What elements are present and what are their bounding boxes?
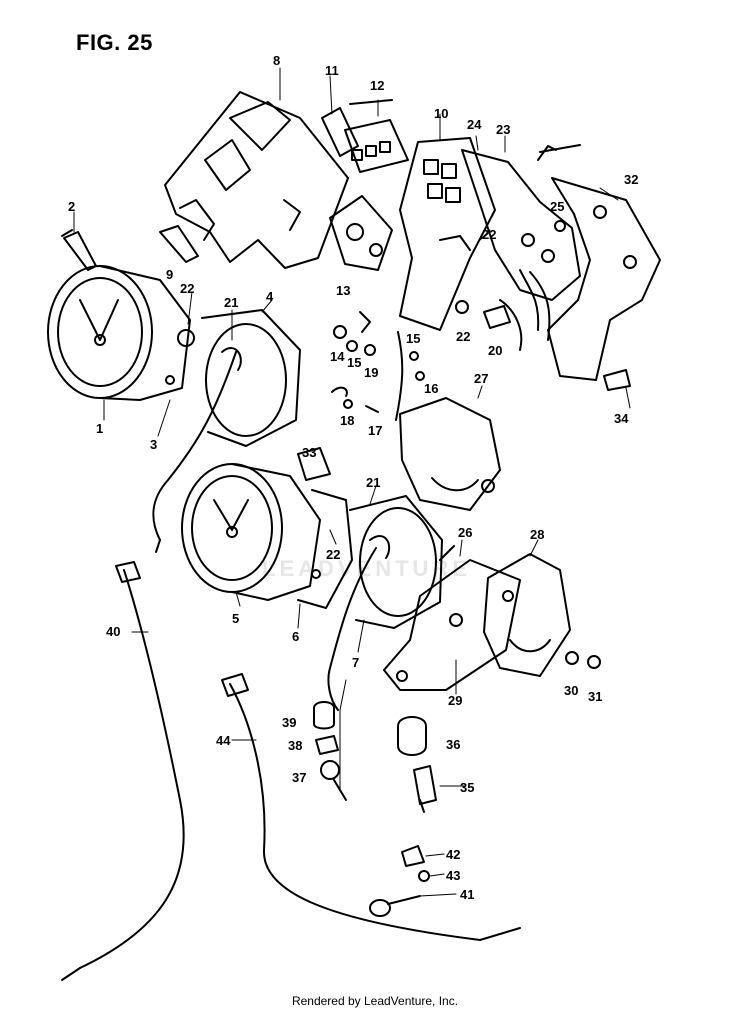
washer-30 (565, 651, 579, 665)
screw-2 (61, 229, 97, 271)
callout-12: 12 (370, 78, 385, 93)
callout-33: 33 (302, 445, 317, 460)
callout-11: 11 (325, 63, 339, 78)
callout-15a: 15 (406, 331, 421, 346)
callout-29: 29 (448, 693, 463, 708)
callout-25: 25 (550, 199, 565, 214)
callout-4: 4 (266, 289, 274, 304)
callout-20: 20 (488, 343, 503, 358)
callout-43: 43 (446, 868, 461, 883)
callout-9: 9 (166, 267, 174, 282)
callout-26: 26 (458, 525, 473, 540)
washer-43 (418, 870, 430, 882)
callout-31: 31 (588, 689, 603, 704)
leader-lines (73, 67, 631, 897)
meter-upper-cover (164, 91, 349, 269)
meter-lower-case-32 (547, 177, 661, 381)
bulb-20 (483, 305, 511, 329)
callout-39: 39 (282, 715, 297, 730)
callout-15b: 15 (347, 355, 362, 370)
indicator-housing-10 (399, 137, 496, 331)
wire-tach (327, 547, 377, 711)
grommet-33 (297, 447, 331, 481)
tachometer-case-7 (349, 495, 443, 629)
callout-3: 3 (150, 437, 158, 452)
callout-14: 14 (330, 349, 345, 364)
nut-38 (315, 735, 339, 755)
callout-37: 37 (292, 770, 307, 785)
callout-44: 44 (216, 733, 231, 748)
speedometer-cable-40 (61, 561, 185, 981)
callout-35: 35 (460, 780, 475, 795)
damper-36 (397, 716, 427, 756)
callout-40: 40 (106, 624, 121, 639)
callout-27: 27 (474, 371, 489, 386)
callout-28: 28 (530, 527, 545, 542)
speedometer-1 (47, 265, 195, 401)
grommet-22-top (455, 300, 469, 314)
callout-30: 30 (564, 683, 579, 698)
callout-5: 5 (232, 611, 240, 626)
speedometer-case-4 (201, 309, 301, 447)
indicator-panel-12 (344, 99, 409, 173)
callout-42: 42 (446, 847, 461, 862)
socket-assembly (461, 144, 581, 351)
callout-13: 13 (336, 283, 351, 298)
callout-21a: 21 (224, 295, 239, 310)
nut-31 (587, 655, 601, 669)
callout-41: 41 (460, 887, 475, 902)
callout-22a: 22 (482, 227, 497, 242)
bolt-35 (413, 765, 437, 805)
callout-17: 17 (368, 423, 383, 438)
callout-36: 36 (446, 737, 461, 752)
callout-22c: 22 (456, 329, 471, 344)
callout-6: 6 (292, 629, 300, 644)
footer-credit: Rendered by LeadVenture, Inc. (291, 994, 459, 1008)
clamp-41 (369, 895, 421, 917)
plate-6 (297, 489, 353, 609)
small-hardware-14-19 (331, 311, 425, 421)
lens-11 (321, 107, 359, 157)
callout-18: 18 (340, 413, 355, 428)
cover-bracket-9 (159, 225, 199, 263)
callout-7: 7 (352, 655, 360, 670)
callout-22d: 22 (326, 547, 341, 562)
tachometer-5 (181, 463, 321, 601)
washer-37 (320, 760, 340, 780)
clamp-42 (401, 845, 425, 867)
callout-10: 10 (434, 106, 449, 121)
callout-22b: 22 (180, 281, 195, 296)
callout-16: 16 (424, 381, 439, 396)
callout-8: 8 (273, 53, 281, 68)
callout-1: 1 (96, 421, 104, 436)
wire-3 (152, 351, 237, 541)
callout-32: 32 (624, 172, 639, 187)
callout-21b: 21 (366, 475, 381, 490)
cover-27 (399, 397, 501, 511)
callout-19: 19 (364, 365, 379, 380)
callout-24: 24 (467, 117, 482, 132)
figure-title: FIG. 25 (76, 30, 153, 55)
screw-34 (603, 369, 631, 391)
callout-34: 34 (614, 411, 629, 426)
cap-39 (313, 701, 335, 730)
indicator-bracket-13 (329, 195, 393, 271)
callout-38: 38 (288, 738, 303, 753)
cover-28 (483, 553, 571, 677)
tachometer-cable-44 (221, 673, 521, 941)
callout-23: 23 (496, 122, 511, 137)
callout-2: 2 (68, 199, 76, 214)
mounting-bracket-29 (383, 545, 521, 691)
